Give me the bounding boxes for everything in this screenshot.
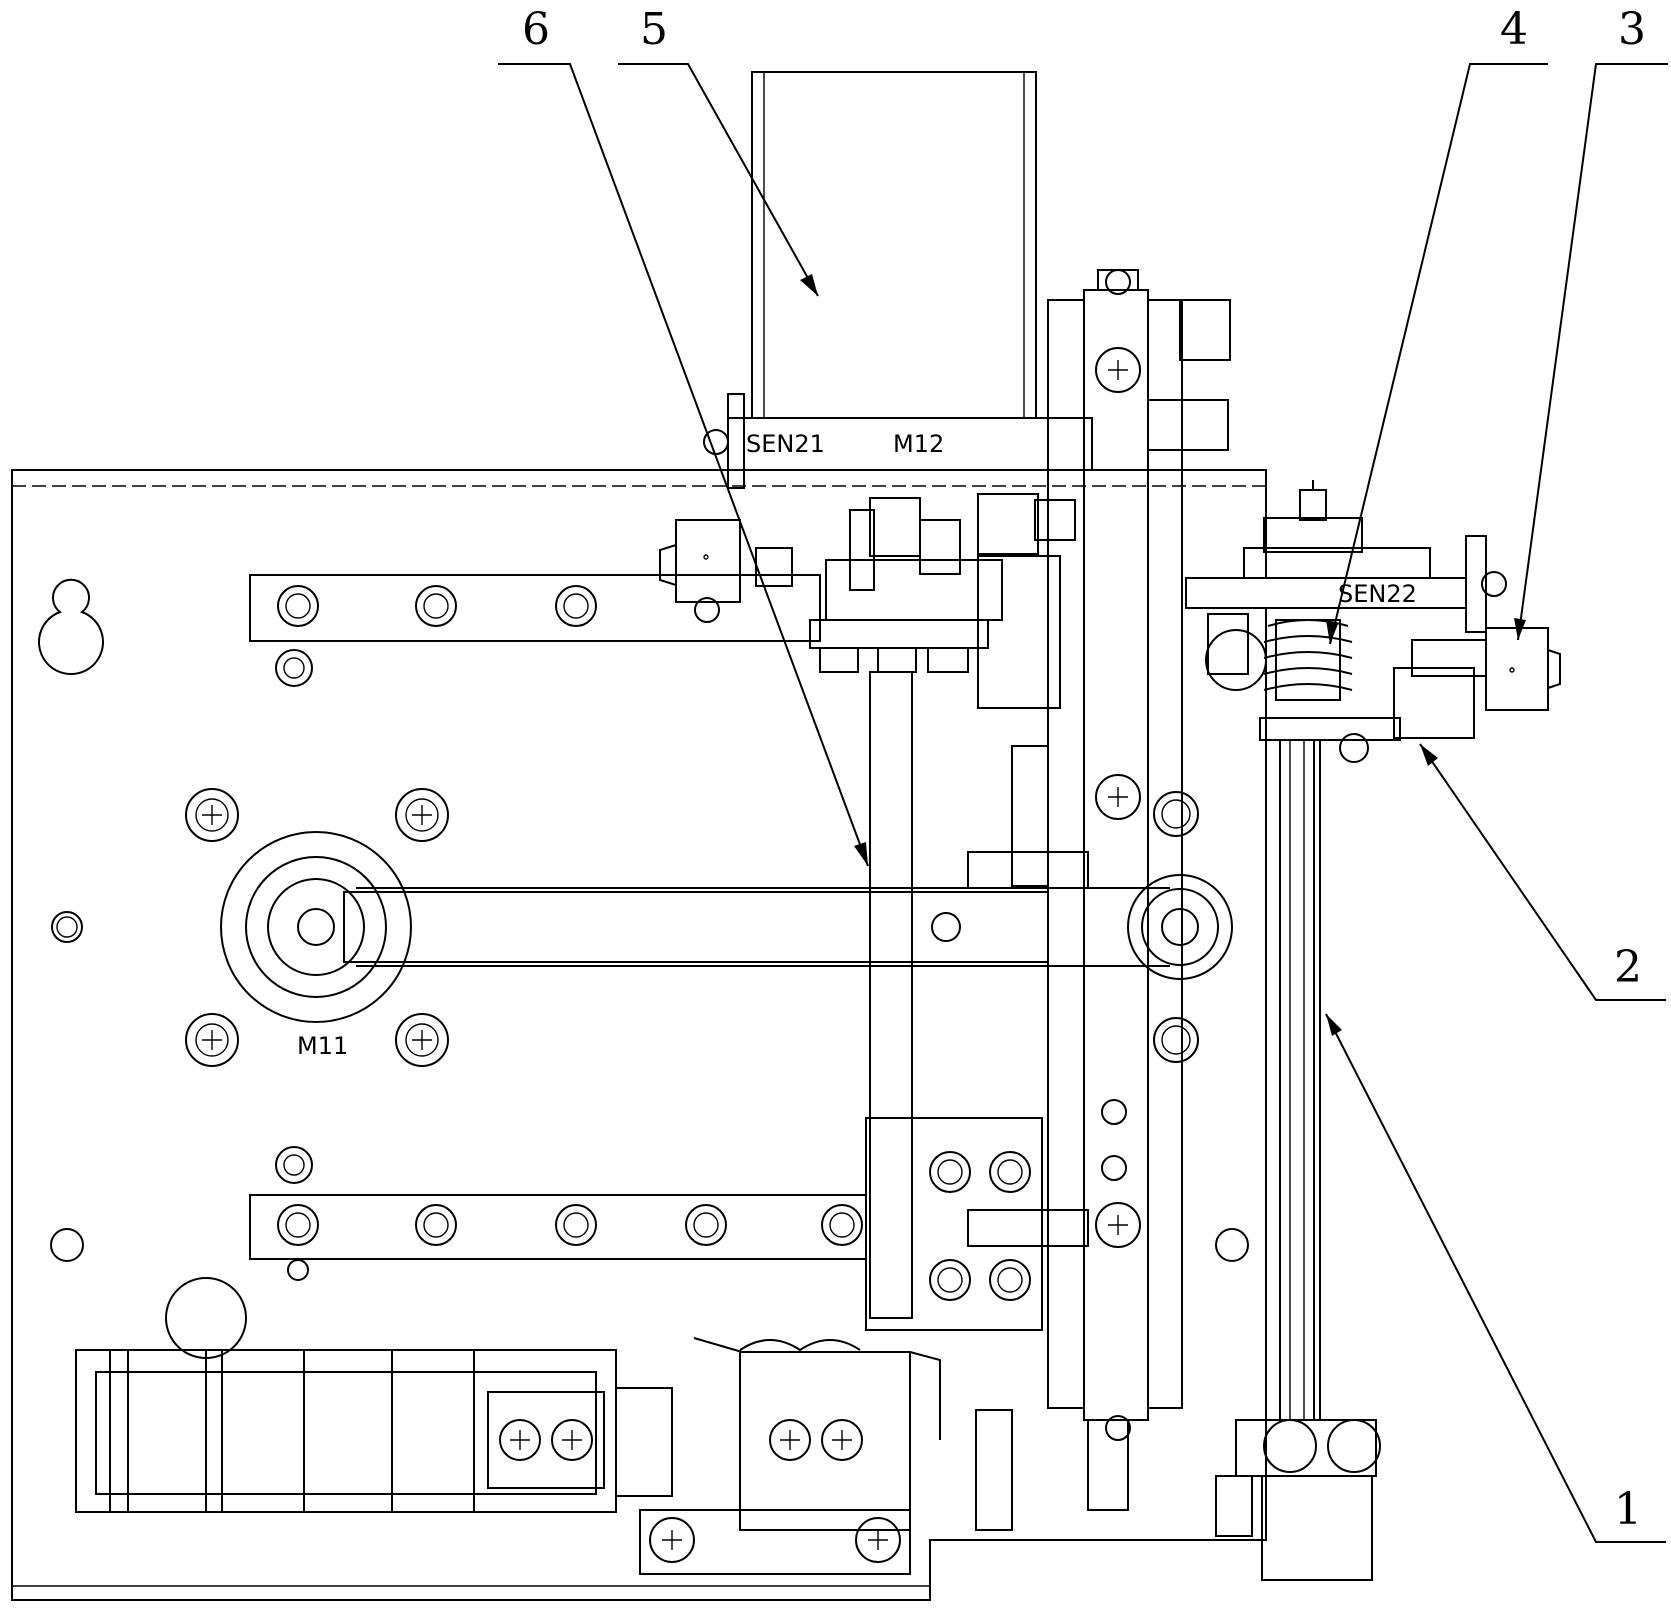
- arrow-1: [1326, 1014, 1342, 1036]
- sensor-3: [1393, 627, 1561, 739]
- lower-mount: [639, 1337, 1129, 1575]
- vertical-arm-6: [865, 671, 1043, 1331]
- carriage-upper: [809, 493, 1076, 709]
- arrow-2: [1420, 744, 1438, 766]
- callout-1: 1: [1614, 1484, 1642, 1535]
- label-sen22: SEN22: [1338, 580, 1417, 608]
- arrow-4: [1326, 620, 1338, 644]
- label-m11: M11: [297, 1032, 348, 1060]
- base-plate: [11, 469, 1267, 1601]
- cable-chain: [75, 1277, 673, 1513]
- spring-4: [1205, 613, 1353, 701]
- motor-m11: M11: [185, 788, 449, 1067]
- callout-5: 5: [640, 4, 668, 55]
- sen22-bracket: SEN22: [1185, 480, 1507, 633]
- keyhole-slot: [38, 578, 104, 676]
- callout-numbers: 6 5 4 3 2 1: [522, 4, 1646, 1535]
- arrow-6: [854, 842, 868, 866]
- lower-rail: [249, 1146, 867, 1281]
- label-m12: M12: [893, 430, 944, 458]
- callout-leaders: [498, 63, 1668, 1543]
- upper-housing-5: [751, 71, 1037, 423]
- arrow-3: [1514, 618, 1526, 640]
- rod-1: [1215, 739, 1381, 1581]
- upper-rail: [249, 519, 821, 687]
- bracket-2: [1259, 717, 1401, 763]
- arrow-5: [800, 274, 818, 296]
- callout-3: 3: [1618, 4, 1646, 55]
- callout-6: 6: [522, 4, 550, 55]
- callout-4: 4: [1500, 4, 1528, 55]
- drive-belt: [343, 791, 1233, 1063]
- label-sen21: SEN21: [746, 430, 825, 458]
- callout-2: 2: [1614, 942, 1642, 993]
- sensor-bracket-sen21: SEN21 M12: [703, 393, 1093, 489]
